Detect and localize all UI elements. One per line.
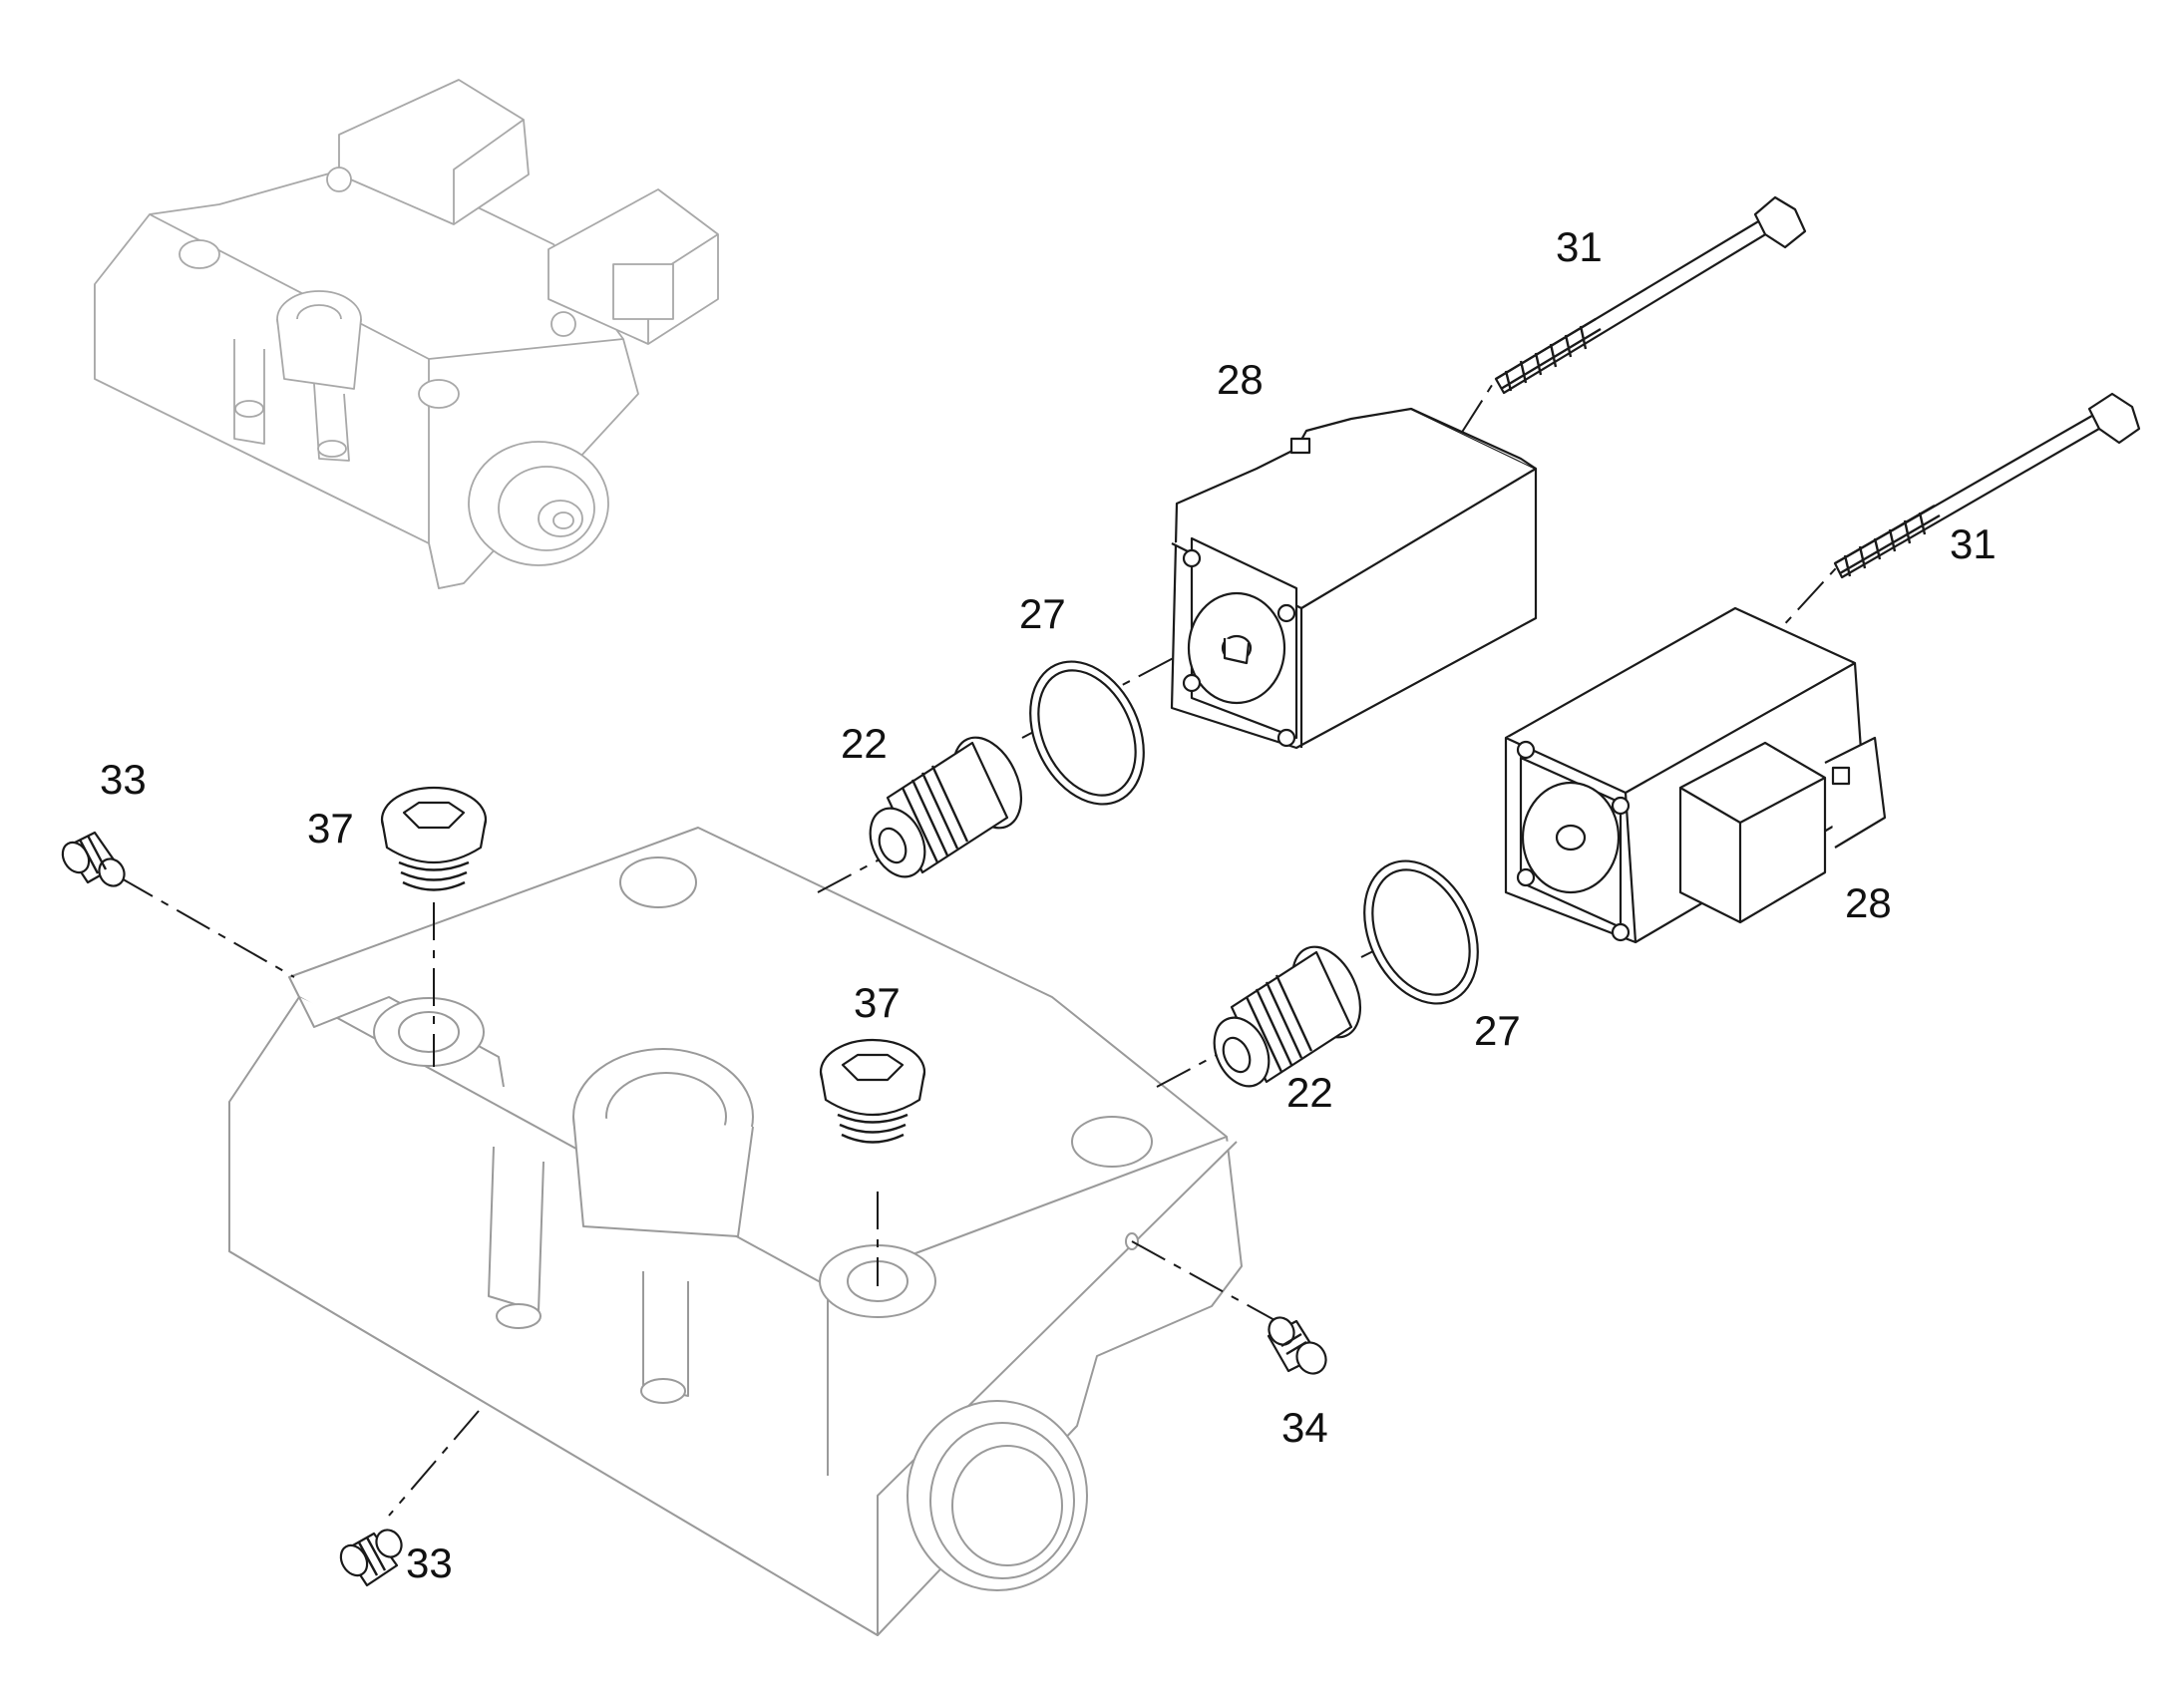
small-plug-33-left [61,831,126,887]
callout-37-right: 37 [854,979,901,1026]
manifold-body [228,827,1243,1636]
o-ring-27-lower [1363,859,1479,1005]
plug-37-left [380,786,488,891]
bolt-31-lower [1833,392,2141,579]
callout-33-bottom: 33 [406,1539,453,1586]
callout-28-lower: 28 [1845,879,1892,926]
bolt-31-upper [1494,195,1807,395]
valve-cartridge-22-lower [1213,945,1362,1088]
callout-labels: 31 31 28 28 27 27 22 22 33 33 37 37 34 [100,223,1997,1586]
callout-31-lower: 31 [1950,520,1997,567]
callout-37-left: 37 [307,805,354,852]
small-plug-33-bottom [339,1529,403,1587]
plug-37-right [819,1038,926,1144]
callout-28-upper: 28 [1217,356,1264,403]
callout-22-upper: 22 [841,720,888,767]
solenoid-coil-28-upper [1170,407,1538,750]
callout-31-upper: 31 [1556,223,1603,270]
valve-cartridge-22-upper [869,736,1023,878]
callout-33-left: 33 [100,756,147,803]
callout-22-lower: 22 [1286,1069,1333,1116]
assembled-valve-overview [94,79,719,589]
solenoid-coil-28-lower [1504,606,1887,944]
small-plug-34 [1267,1316,1327,1375]
callout-34: 34 [1281,1404,1328,1451]
o-ring-27-upper [1029,660,1145,806]
callout-27-upper: 27 [1019,590,1066,637]
callout-27-lower: 27 [1474,1007,1521,1054]
